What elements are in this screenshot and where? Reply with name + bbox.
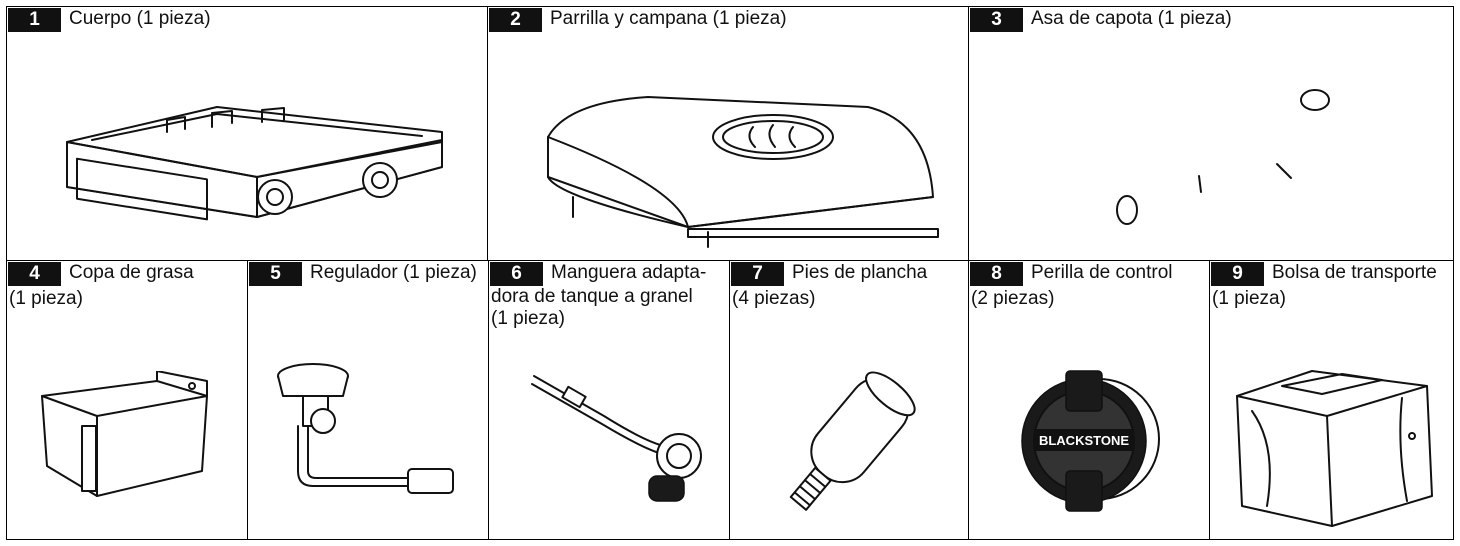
part-cell-5: 5 Regulador (1 pieza)	[247, 260, 489, 540]
part-cell-6: 6 Manguera adapta- dora de tanque a grane…	[488, 260, 730, 540]
part-cell-7: 7 Pies de plancha (4 piezas)	[729, 260, 971, 540]
part-number-badge: 8	[970, 262, 1023, 286]
part-number-badge: 2	[489, 8, 542, 32]
part-quantity: (1 pieza)	[1212, 288, 1286, 309]
part-header-7: 7 Pies de plancha	[731, 262, 927, 286]
part-number-badge: 4	[8, 262, 61, 286]
part-number-badge: 3	[970, 8, 1023, 32]
part-cell-9: 9 Bolsa de transporte (1 pieza)	[1209, 260, 1454, 540]
part-header-5: 5 Regulador (1 pieza)	[249, 262, 477, 286]
part-label: Bolsa de transporte	[1272, 262, 1437, 283]
part-header-4: 4 Copa de grasa	[8, 262, 194, 286]
part-quantity: (1 pieza)	[491, 308, 565, 329]
part-cell-4: 4 Copa de grasa (1 pieza)	[6, 260, 248, 540]
part-header-9: 9 Bolsa de transporte	[1211, 262, 1437, 286]
part-label-cont: dora de tanque a granel	[491, 286, 693, 307]
grease-cup-icon	[41, 371, 208, 497]
griddle-foot-icon	[789, 371, 916, 511]
part-label: Parrilla y campana (1 pieza)	[550, 8, 787, 29]
part-cell-2: 2 Parrilla y campana (1 pieza)	[487, 6, 969, 261]
part-label: Perilla de control	[1031, 262, 1173, 283]
part-quantity: (1 pieza)	[9, 288, 83, 309]
part-label: Regulador (1 pieza)	[310, 262, 477, 283]
part-number-badge: 7	[731, 262, 784, 286]
hood-handle-icon	[1116, 89, 1330, 225]
part-header-2: 2 Parrilla y campana (1 pieza)	[489, 8, 787, 32]
part-cell-8: 8 Perilla de control (2 piezas) BLACKSTON…	[968, 260, 1210, 540]
part-number-badge: 1	[8, 8, 61, 32]
part-label: Cuerpo (1 pieza)	[69, 8, 211, 29]
part-number-badge: 6	[490, 262, 543, 286]
part-header-3: 3 Asa de capota (1 pieza)	[970, 8, 1232, 32]
regulator-icon	[277, 363, 454, 494]
part-label: Manguera adapta-	[551, 262, 707, 283]
part-quantity: (4 piezas)	[732, 288, 816, 309]
knob-brand-text: BLACKSTONE	[1039, 433, 1129, 448]
griddle-hood-icon	[547, 96, 939, 248]
part-quantity: (2 piezas)	[971, 288, 1055, 309]
part-label: Copa de grasa	[69, 262, 194, 283]
part-number-badge: 9	[1211, 262, 1264, 286]
carry-bag-icon	[1236, 370, 1433, 527]
part-number-badge: 5	[249, 262, 302, 286]
bulk-tank-adapter-hose-icon	[531, 375, 702, 502]
part-header-6: 6 Manguera adapta-	[490, 262, 706, 286]
part-cell-1: 1 Cuerpo (1 pieza)	[6, 6, 488, 261]
part-cell-3: 3 Asa de capota (1 pieza)	[968, 6, 1454, 261]
griddle-body-icon	[66, 106, 443, 221]
part-label: Pies de plancha	[792, 262, 928, 283]
part-header-8: 8 Perilla de control	[970, 262, 1173, 286]
part-label: Asa de capota (1 pieza)	[1031, 8, 1232, 29]
control-knob-icon: BLACKSTONE	[1021, 370, 1160, 512]
part-header-1: 1 Cuerpo (1 pieza)	[8, 8, 211, 32]
